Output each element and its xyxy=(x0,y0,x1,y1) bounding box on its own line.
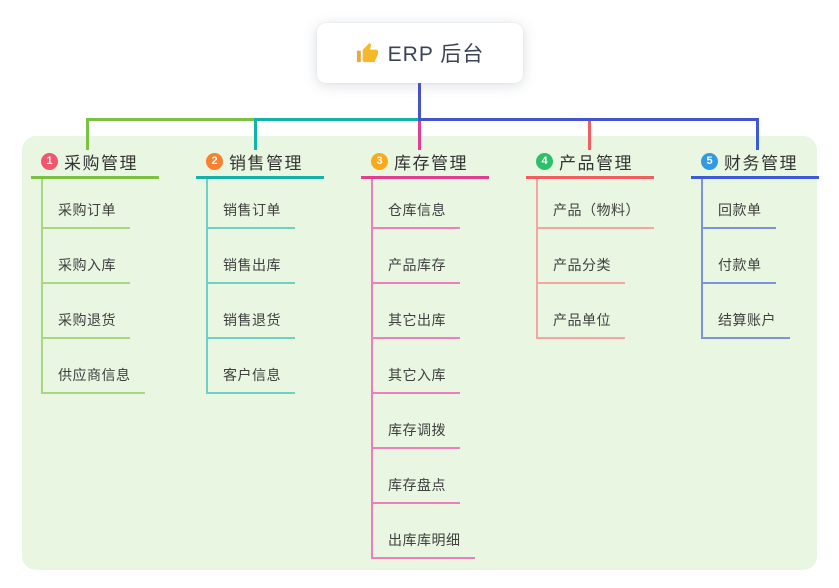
branch-item-label: 产品（物料） xyxy=(538,200,654,229)
branch-采购管理: 1 采购管理 采购订单采购入库采购退货供应商信息 xyxy=(31,146,159,394)
branch-item-label: 采购退货 xyxy=(43,310,130,339)
branch-title[interactable]: 2 销售管理 xyxy=(196,146,324,179)
branch-item[interactable]: 采购退货 xyxy=(43,284,159,339)
branch-item[interactable]: 出库库明细 xyxy=(373,504,489,559)
branch-item-label: 客户信息 xyxy=(208,365,295,394)
branch-items: 仓库信息产品库存其它出库其它入库库存调拨库存盘点出库库明细 xyxy=(371,179,489,559)
branch-item[interactable]: 产品库存 xyxy=(373,229,489,284)
branch-item-label: 供应商信息 xyxy=(43,365,145,394)
branch-drop-line xyxy=(418,121,421,150)
branch-number-badge: 1 xyxy=(41,152,58,170)
branch-items: 采购订单采购入库采购退货供应商信息 xyxy=(41,179,159,394)
branch-item-label: 产品库存 xyxy=(373,255,460,284)
thumbs-up-icon xyxy=(356,42,378,62)
branches-panel xyxy=(22,136,817,570)
branch-item[interactable]: 供应商信息 xyxy=(43,339,159,394)
branch-item[interactable]: 库存盘点 xyxy=(373,449,489,504)
branch-item-label: 库存盘点 xyxy=(373,475,460,504)
branch-title-label: 采购管理 xyxy=(64,153,138,173)
branch-item[interactable]: 客户信息 xyxy=(208,339,324,394)
branch-item-label: 销售出库 xyxy=(208,255,295,284)
branch-item-label: 采购订单 xyxy=(43,200,130,229)
branch-item-label: 出库库明细 xyxy=(373,530,475,559)
branch-item[interactable]: 仓库信息 xyxy=(373,179,489,229)
branch-item[interactable]: 库存调拨 xyxy=(373,394,489,449)
root-label: ERP 后台 xyxy=(387,43,485,66)
branch-item-label: 采购入库 xyxy=(43,255,130,284)
root-stem-line xyxy=(418,83,421,121)
branch-item[interactable]: 产品（物料） xyxy=(538,179,654,229)
branch-item[interactable]: 回款单 xyxy=(703,179,819,229)
branch-item[interactable]: 其它出库 xyxy=(373,284,489,339)
branch-drop-line xyxy=(756,121,759,150)
branch-item[interactable]: 销售退货 xyxy=(208,284,324,339)
branch-item-label: 其它入库 xyxy=(373,365,460,394)
branch-number-badge: 2 xyxy=(206,152,223,170)
branch-item-label: 销售退货 xyxy=(208,310,295,339)
branch-item[interactable]: 结算账户 xyxy=(703,284,819,339)
branch-item[interactable]: 付款单 xyxy=(703,229,819,284)
branch-item[interactable]: 采购入库 xyxy=(43,229,159,284)
branch-item[interactable]: 销售订单 xyxy=(208,179,324,229)
root-node[interactable]: ERP 后台 xyxy=(317,23,523,83)
branch-item[interactable]: 其它入库 xyxy=(373,339,489,394)
branch-产品管理: 4 产品管理 产品（物料） 产品分类产品单位 xyxy=(526,146,654,339)
branch-number-badge: 3 xyxy=(371,152,388,170)
branch-title-label: 库存管理 xyxy=(394,153,468,173)
branch-title[interactable]: 3 库存管理 xyxy=(361,146,489,179)
branch-item-label: 回款单 xyxy=(703,200,776,229)
branch-items: 销售订单销售出库销售退货客户信息 xyxy=(206,179,324,394)
branch-items: 回款单付款单结算账户 xyxy=(701,179,819,339)
branch-drop-line xyxy=(588,121,591,150)
branch-drop-line xyxy=(254,121,257,150)
branch-item-label: 结算账户 xyxy=(703,310,790,339)
branch-item-label: 其它出库 xyxy=(373,310,460,339)
trunk-segment-blue xyxy=(418,118,759,121)
branch-item-label: 产品分类 xyxy=(538,255,625,284)
branch-item[interactable]: 采购订单 xyxy=(43,179,159,229)
branch-item[interactable]: 产品分类 xyxy=(538,229,654,284)
branch-item-label: 产品单位 xyxy=(538,310,625,339)
branch-title-label: 产品管理 xyxy=(559,153,633,173)
branch-number-badge: 5 xyxy=(701,152,718,170)
branch-items: 产品（物料） 产品分类产品单位 xyxy=(536,179,654,339)
branch-title[interactable]: 5 财务管理 xyxy=(691,146,819,179)
branch-title[interactable]: 1 采购管理 xyxy=(31,146,159,179)
branch-item-label: 库存调拨 xyxy=(373,420,460,449)
branch-number-badge: 4 xyxy=(536,152,553,170)
branch-财务管理: 5 财务管理 回款单付款单结算账户 xyxy=(691,146,819,339)
branch-title-label: 销售管理 xyxy=(229,153,303,173)
branch-item-label: 仓库信息 xyxy=(373,200,460,229)
branch-item[interactable]: 销售出库 xyxy=(208,229,324,284)
branch-item[interactable]: 产品单位 xyxy=(538,284,654,339)
branch-item-label: 付款单 xyxy=(703,255,776,284)
branch-title[interactable]: 4 产品管理 xyxy=(526,146,654,179)
branch-库存管理: 3 库存管理 仓库信息产品库存其它出库其它入库库存调拨库存盘点出库库明细 xyxy=(361,146,489,559)
branch-title-label: 财务管理 xyxy=(724,153,798,173)
trunk-segment-teal xyxy=(254,118,421,121)
branch-drop-line xyxy=(86,121,89,150)
branch-销售管理: 2 销售管理 销售订单销售出库销售退货客户信息 xyxy=(196,146,324,394)
trunk-segment-green xyxy=(86,118,257,121)
branch-item-label: 销售订单 xyxy=(208,200,295,229)
